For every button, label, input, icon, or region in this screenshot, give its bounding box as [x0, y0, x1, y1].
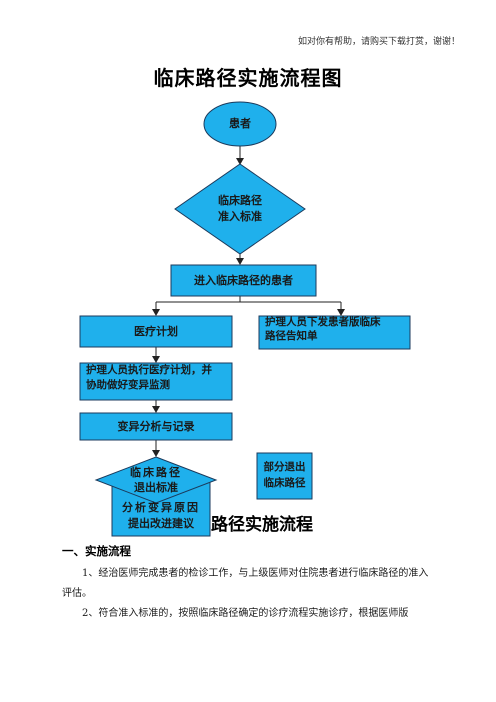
hidden-analysis-label: 分析变异原因 提出改进建议	[112, 500, 210, 532]
nursing-notice-line-1: 护理人员下发患者版临床	[265, 316, 381, 328]
medical-plan-label: 医疗计划	[134, 324, 178, 338]
entry-criteria-line-2: 准入标准	[218, 210, 262, 223]
page-title: 临床路径实施流程图	[153, 66, 343, 90]
paragraph-1: 1、经治医师完成患者的检诊工作，与上级医师对住院患者进行临床路径的准入评估。	[62, 568, 429, 599]
exit-criteria-label: 临床路径 退出标准	[112, 464, 200, 498]
nursing-notice-box	[258, 315, 411, 350]
hidden-analysis-line-1: 分析变异原因	[122, 501, 200, 514]
entered-patients-label: 进入临床路径的患者	[194, 273, 293, 287]
medical-plan-box	[79, 315, 233, 348]
hidden-analysis-line-2: 提出改进建议	[128, 516, 194, 530]
partial-exit-label: 部分退出 临床路径	[257, 453, 312, 499]
patient-node	[203, 101, 277, 147]
variance-record-label: 变异分析与记录	[117, 419, 195, 433]
entry-criteria-label: 临床路径 准入标准	[190, 184, 290, 234]
exit-criteria-line-2: 退出标准	[134, 481, 178, 494]
paragraph-2: 2、符合准入标准的，按照临床路径确定的诊疗流程实施诊疗，根据医师版	[82, 608, 409, 619]
header-note: 如对你有帮助，请购买下载打赏，谢谢！	[297, 37, 460, 47]
partial-exit-line-2: 临床路径	[263, 477, 306, 489]
nursing-execute-label: 护理人员执行医疗计划，并 协助做好变异监测	[80, 363, 232, 400]
nursing-execute-box	[79, 362, 233, 401]
section-heading: 一、实施流程	[62, 544, 131, 558]
patient-node-label: 患者	[229, 117, 251, 131]
partial-exit-line-1: 部分退出	[263, 461, 306, 474]
partial-exit-box	[256, 452, 313, 500]
nursing-execute-line-1: 护理人员执行医疗计划，并	[86, 364, 212, 376]
exit-criteria-line-1: 临床路径	[130, 466, 182, 480]
exit-criteria-diamond	[94, 456, 218, 504]
nursing-notice-line-2: 路径告知单	[265, 329, 318, 342]
nursing-execute-line-2: 协助做好变异监测	[86, 378, 170, 391]
entry-criteria-diamond	[174, 163, 306, 255]
entered-patients-box	[170, 264, 317, 297]
variance-record-box	[79, 412, 233, 441]
nursing-notice-label: 护理人员下发患者版临床 路径告知单	[259, 316, 410, 349]
overlapping-title-fragment: 路径实施流程	[211, 515, 313, 535]
entry-criteria-line-1: 临床路径	[218, 194, 262, 208]
